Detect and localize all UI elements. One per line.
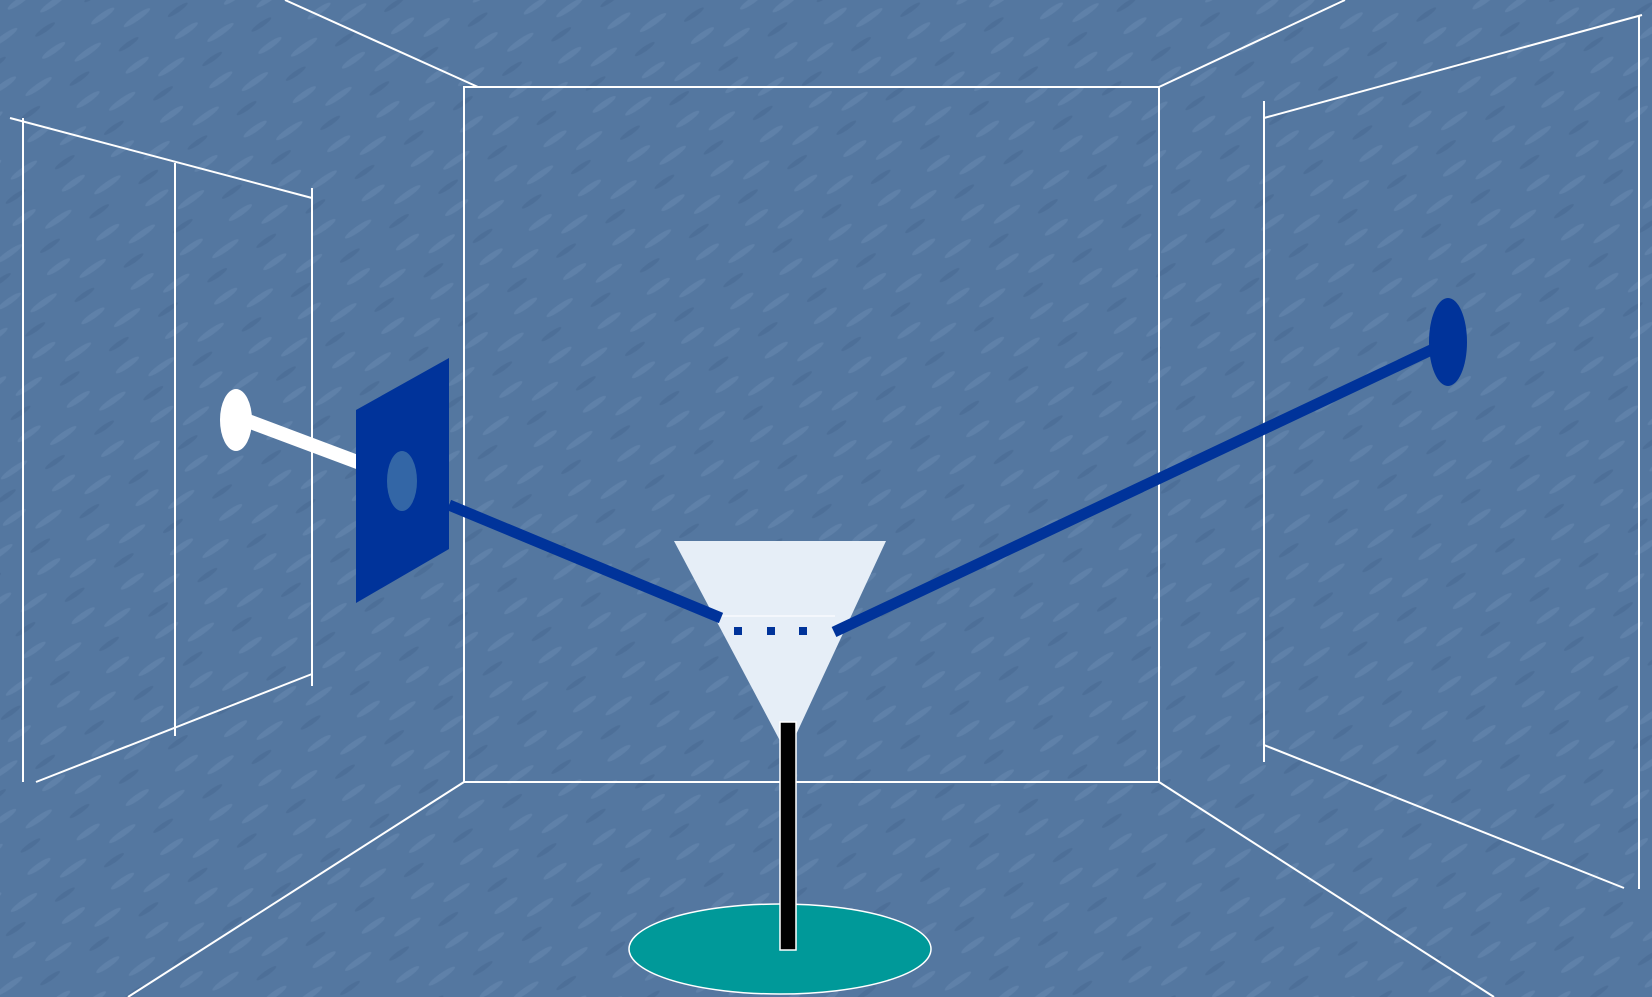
beam-left [446,499,724,624]
target-dot [1429,298,1467,386]
funnel-dotted-path [734,627,807,635]
floor-edge-right [1158,781,1495,997]
path-dot [767,627,775,635]
pedestal-post [779,721,797,951]
beam-right [831,338,1449,637]
left-panel-top [9,117,313,199]
right-panel-bottom [1263,744,1625,889]
right-panel-top [1263,14,1643,119]
ceiling-edge-right [1158,0,1346,88]
ceiling-edge-left [284,0,479,88]
aperture-hole [387,451,417,511]
incoming-ray [237,411,363,470]
room-back-wall [463,86,1160,783]
floor-edge-left [127,781,465,997]
white-source-dot [220,389,252,451]
left-panel-bottom [35,673,313,783]
funnel-detector [674,541,886,754]
path-dot [734,627,742,635]
room-wireframe [9,0,1643,997]
path-dot [799,627,807,635]
